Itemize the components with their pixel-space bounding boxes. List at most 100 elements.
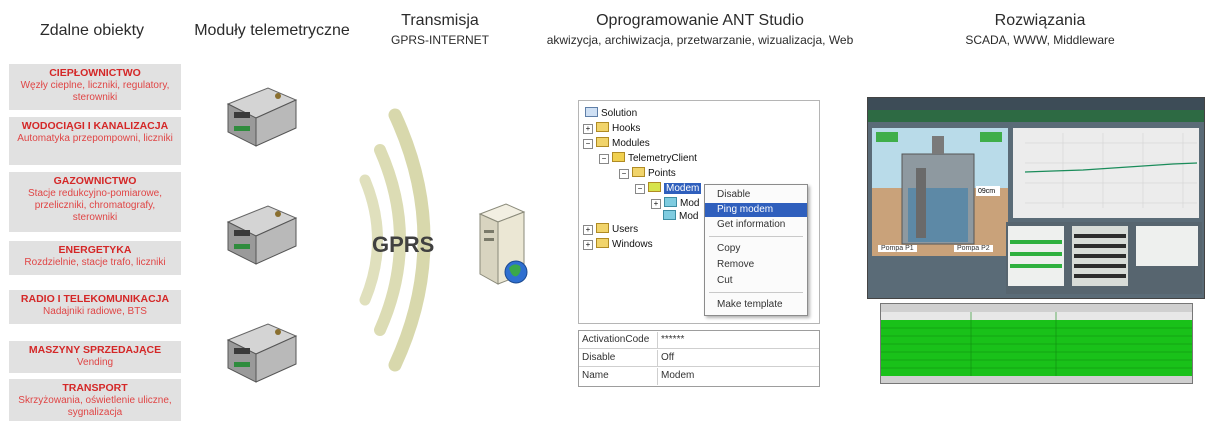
property-row[interactable]: ActivationCode ****** bbox=[579, 332, 819, 349]
tree-node-label: Modem bbox=[664, 183, 702, 194]
expand-icon[interactable]: + bbox=[583, 124, 593, 134]
header-title: Transmisja bbox=[401, 12, 479, 29]
level-readout: 09cm bbox=[978, 188, 996, 195]
object-desc: Rozdzielnie, stacje trafo, liczniki bbox=[24, 257, 166, 268]
property-row[interactable]: Name Modem bbox=[579, 368, 819, 385]
gprs-waves-icon bbox=[359, 108, 431, 372]
collapse-icon[interactable]: − bbox=[635, 184, 645, 194]
collapse-icon[interactable]: − bbox=[599, 154, 609, 164]
collapse-icon[interactable]: − bbox=[619, 169, 629, 179]
pump-label: Pompa P1 bbox=[878, 245, 917, 252]
header-title: Oprogramowanie ANT Studio bbox=[596, 12, 804, 29]
object-desc: Skrzyżowania, oświetlenie uliczne, sygna… bbox=[18, 395, 172, 418]
expand-icon[interactable]: + bbox=[583, 225, 593, 235]
gprs-label: GPRS bbox=[372, 232, 435, 257]
tank-graphic-icon bbox=[872, 128, 1008, 256]
header-software: Oprogramowanie ANT Studio akwizycja, arc… bbox=[515, 12, 885, 47]
object-title: RADIO I TELEKOMUNIKACJA bbox=[20, 293, 170, 305]
folder-icon bbox=[632, 167, 645, 177]
alarm-graphic-icon bbox=[881, 304, 1192, 383]
tree-node-label: Windows bbox=[612, 239, 653, 250]
folder-icon bbox=[596, 223, 609, 233]
menu-item-remove[interactable]: Remove bbox=[717, 259, 755, 270]
telemetry-module-icon bbox=[226, 323, 298, 383]
property-value[interactable]: Modem bbox=[661, 370, 695, 381]
object-title: WODOCIĄGI I KANALIZACJA bbox=[21, 120, 169, 132]
device-icon bbox=[664, 197, 677, 207]
object-water: WODOCIĄGI I KANALIZACJA Automatyka przep… bbox=[9, 117, 181, 165]
object-title: CIEPŁOWNICTWO bbox=[49, 67, 141, 79]
tree-node-mod[interactable]: Mod bbox=[663, 210, 698, 224]
menu-item-copy[interactable]: Copy bbox=[717, 243, 741, 254]
object-gas: GAZOWNICTWO Stacje redukcyjno-pomiarowe,… bbox=[9, 172, 181, 232]
modem-icon bbox=[648, 182, 661, 192]
menu-separator bbox=[709, 236, 803, 237]
menu-item-get-information[interactable]: Get information bbox=[717, 219, 786, 230]
folder-icon bbox=[596, 137, 609, 147]
solution-icon bbox=[585, 107, 598, 117]
tree-node-label: Mod bbox=[680, 198, 700, 209]
tree-node-windows[interactable]: + Windows bbox=[583, 238, 653, 252]
alarm-table bbox=[880, 303, 1193, 384]
tree-node-telemetry-client[interactable]: − TelemetryClient bbox=[599, 152, 697, 166]
header-title: Moduły telemetryczne bbox=[194, 22, 350, 39]
object-heating: CIEPŁOWNICTWO Węzły cieplne, liczniki, r… bbox=[9, 64, 181, 110]
header-solutions: Rozwiązania SCADA, WWW, Middleware bbox=[920, 12, 1160, 47]
header-title: Rozwiązania bbox=[994, 12, 1086, 29]
tree-node-solution[interactable]: Solution bbox=[585, 107, 637, 121]
object-desc: Nadajniki radiowe, BTS bbox=[43, 306, 147, 317]
server-icon bbox=[478, 203, 528, 285]
scada-screenshot: 09cm Pompa P1 Pompa P2 bbox=[867, 97, 1205, 299]
tree-node-modem[interactable]: − Modem bbox=[635, 182, 702, 196]
tree-node-label: Solution bbox=[601, 108, 638, 119]
scada-trend-chart bbox=[1013, 128, 1199, 218]
header-title: Zdalne obiekty bbox=[39, 22, 145, 39]
trend-graphic-icon bbox=[1013, 128, 1199, 218]
expand-icon[interactable]: + bbox=[583, 240, 593, 250]
object-energy: ENERGETYKA Rozdzielnie, stacje trafo, li… bbox=[9, 241, 181, 275]
object-radio: RADIO I TELEKOMUNIKACJA Nadajniki radiow… bbox=[9, 290, 181, 324]
pump-label: Pompa P2 bbox=[954, 245, 993, 252]
tree-node-label: Users bbox=[612, 224, 639, 235]
tree-node-points[interactable]: − Points bbox=[619, 167, 676, 181]
object-desc: Vending bbox=[76, 357, 114, 368]
expand-icon[interactable]: + bbox=[651, 199, 661, 209]
folder-icon bbox=[596, 238, 609, 248]
header-subtitle: akwizycja, archiwizacja, przetwarzanie, … bbox=[546, 33, 854, 47]
property-row[interactable]: Disable Off bbox=[579, 350, 819, 367]
scada-tables bbox=[1006, 222, 1202, 294]
menu-item-make-template[interactable]: Make template bbox=[717, 299, 783, 310]
property-value[interactable]: Off bbox=[661, 352, 675, 363]
header-subtitle: SCADA, WWW, Middleware bbox=[965, 33, 1115, 47]
tree-node-label: Modules bbox=[612, 138, 650, 149]
tree-node-label: Mod bbox=[679, 211, 699, 222]
table-graphic-icon bbox=[1008, 226, 1198, 286]
context-menu: Disable Ping modem Get information Copy … bbox=[704, 184, 808, 316]
menu-item-ping-modem[interactable]: Ping modem bbox=[705, 203, 807, 217]
property-value[interactable]: ****** bbox=[661, 334, 685, 345]
menu-item-cut[interactable]: Cut bbox=[717, 275, 733, 286]
property-key: ActivationCode bbox=[582, 334, 650, 345]
object-title: MASZYNY SPRZEDAJĄCE bbox=[28, 344, 162, 356]
tree-node-users[interactable]: + Users bbox=[583, 223, 638, 237]
menu-separator bbox=[709, 292, 803, 293]
tree-node-label: Points bbox=[648, 168, 676, 179]
menu-item-disable[interactable]: Disable bbox=[717, 189, 751, 200]
property-key: Name bbox=[582, 370, 609, 381]
scada-status-bar bbox=[868, 110, 1204, 122]
tree-node-label: TelemetryClient bbox=[628, 153, 697, 164]
scada-tank-view: 09cm Pompa P1 Pompa P2 bbox=[872, 128, 1008, 256]
tree-node-mod[interactable]: + Mod bbox=[651, 197, 699, 211]
module-icon bbox=[612, 152, 625, 162]
folder-icon bbox=[596, 122, 609, 132]
object-title: GAZOWNICTWO bbox=[53, 175, 137, 187]
header-subtitle: GPRS-INTERNET bbox=[390, 33, 489, 47]
header-remote-objects: Zdalne obiekty bbox=[12, 22, 172, 40]
properties-grid: ActivationCode ****** Disable Off Name M… bbox=[578, 330, 820, 387]
tree-node-hooks[interactable]: +Hooks bbox=[583, 122, 640, 136]
device-icon bbox=[663, 210, 676, 220]
tree-node-modules[interactable]: − Modules bbox=[583, 137, 650, 151]
object-desc: Automatyka przepompowni, liczniki bbox=[17, 133, 173, 144]
collapse-icon[interactable]: − bbox=[583, 139, 593, 149]
telemetry-module-icon bbox=[226, 87, 298, 147]
